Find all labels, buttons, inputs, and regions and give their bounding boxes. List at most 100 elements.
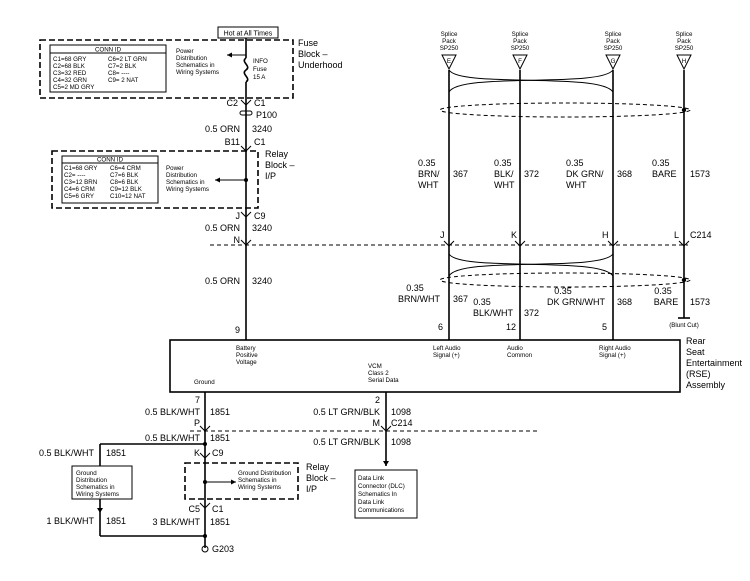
wire-372-number-lower: 372: [524, 308, 539, 318]
relay-ground-label-2: Block –: [306, 473, 336, 483]
relay-c8: C8=6 BLK: [110, 179, 139, 186]
dlc-3: Schematics In: [358, 491, 397, 498]
arrow-down-icon: [383, 461, 389, 466]
rse-battery-3: Voltage: [236, 359, 257, 366]
svg-text:Splice: Splice: [512, 31, 529, 38]
wire-368-color-2: WHT: [566, 180, 587, 190]
fuse-c2: C2=68 BLK: [53, 63, 86, 70]
relay-c6: C6=4 CRM: [110, 165, 141, 172]
relay-c10: C10=12 NAT: [110, 193, 146, 200]
rse-vcm-3: Serial Data: [368, 377, 399, 384]
fuse-block-box: [39, 39, 294, 99]
arrow-right-icon: [231, 479, 236, 485]
wire-368-gauge-lower: 0.35: [554, 286, 572, 296]
rse-label-2: Seat: [686, 347, 705, 357]
fuse-c9: C9= 2 NAT: [108, 77, 139, 84]
ground-dist-4: Wiring Systems: [76, 491, 119, 498]
fuse-info: INFO: [253, 58, 268, 65]
ground-dist-3: Schematics in: [76, 484, 115, 491]
fuse-block-label-1: Fuse: [298, 38, 318, 48]
fuse-c5: C5=2 MD GRY: [53, 84, 94, 91]
connector-chevron-icon: [240, 211, 252, 218]
fuse-conn-id-table: [49, 44, 167, 93]
svg-text:Pack: Pack: [677, 38, 692, 45]
svg-text:G: G: [611, 58, 616, 65]
relay-conn-id-table: [61, 155, 159, 204]
ground-circuit-1: 1851: [210, 407, 230, 417]
connector-chevron-icon: [443, 240, 455, 247]
fuse-conn-id-title: CONN ID: [95, 47, 122, 54]
relay-power-dist-2: Distribution: [166, 172, 198, 179]
shield-ellipse-icon: [439, 102, 691, 118]
splice-triangle-icon: [605, 54, 621, 71]
fuse-c7: C7=2 BLK: [108, 63, 137, 70]
ground-distribution-box: [71, 465, 133, 500]
svg-text:E: E: [447, 58, 451, 65]
dlc-1: Data Link: [358, 475, 385, 482]
ground-dist-1: Ground: [76, 470, 97, 477]
fuse-block-label-3: Underhood: [298, 60, 343, 70]
ground-conn-c1: C1: [212, 504, 224, 514]
c214-label: C214: [690, 230, 712, 240]
ground-pin-p: P: [194, 418, 200, 428]
relay-c2: C2= ----: [64, 172, 85, 179]
conn-c1-relay: C1: [254, 137, 266, 147]
rse-audio-common-2: Common: [507, 352, 533, 359]
svg-text:SP250: SP250: [440, 45, 459, 52]
rse-ground: Ground: [194, 379, 215, 386]
rse-label-5: Assembly: [686, 380, 726, 390]
svg-text:SP250: SP250: [511, 45, 530, 52]
connector-chevron-icon: [514, 240, 526, 247]
fuse-15a: 15 A: [253, 74, 266, 81]
rse-pin-5: 5: [602, 322, 607, 332]
svg-text:Splice: Splice: [605, 31, 622, 38]
serial-circuit-2: 1098: [391, 437, 411, 447]
pin-n: N: [234, 235, 241, 245]
connector-chevron-icon: [199, 452, 211, 459]
wire-1573-number: 1573: [690, 169, 710, 179]
dlc-5: Communications: [358, 507, 404, 514]
wire-1573-color: BARE: [652, 169, 677, 179]
wire-372-gauge: 0.35: [494, 158, 512, 168]
ground-wire-5: 3 BLK/WHT: [152, 517, 200, 527]
conn-c9: C9: [254, 211, 266, 221]
relay-c5: C5=6 GRY: [64, 193, 94, 200]
wire-1573-gauge: 0.35: [652, 158, 670, 168]
relay-ground-label-1: Relay: [306, 462, 330, 472]
rse-audio-common-1: Audio: [507, 345, 523, 352]
splice-pack-g: Splice Pack SP250 G: [604, 31, 623, 71]
c214-pin-j: J: [440, 230, 445, 240]
rse-battery-1: Battery: [236, 345, 257, 352]
fuse-c8: C8= ----: [108, 70, 129, 77]
rse-pin-12: 12: [506, 322, 516, 332]
ground-circuit-4: 1851: [106, 516, 126, 526]
circuit-3240-3: 3240: [252, 276, 272, 286]
fuse-power-dist-4: Wiring Systems: [176, 69, 219, 76]
circuit-3240-1: 3240: [252, 124, 272, 134]
rse-assembly-box: [169, 339, 681, 393]
rse-right-audio-2: Signal (+): [599, 352, 626, 359]
splice-triangle-icon: [441, 54, 457, 71]
ground-circuit-2: 1851: [210, 433, 230, 443]
wire-orn-2: 0.5 ORN: [205, 223, 240, 233]
relay-block-label-1: Relay: [265, 149, 289, 159]
ground-wire-1: 0.5 BLK/WHT: [145, 407, 201, 417]
wire-368-color-1: DK GRN/: [566, 169, 604, 179]
wire-1573-color-lower: BARE: [654, 297, 679, 307]
connector-chevron-icon: [199, 502, 211, 509]
ground-g203-label: G203: [212, 544, 234, 554]
ground-g203-icon: [201, 545, 209, 553]
fuse-power-dist-3: Schematics in: [176, 62, 215, 69]
wire-368-gauge: 0.35: [566, 158, 584, 168]
relay-c1: C1=68 GRY: [64, 165, 97, 172]
splice-triangle-icon: [676, 54, 692, 71]
relay-block-label-3: I/P: [265, 171, 276, 181]
fuse-c6: C6=2 LT GRN: [108, 56, 147, 63]
p100-label: P100: [256, 110, 277, 120]
rse-right-audio-1: Right Audio: [599, 345, 631, 352]
ground-wire-3: 0.5 BLK/WHT: [39, 448, 95, 458]
wire-368-number-lower: 368: [617, 297, 632, 307]
svg-text:SP250: SP250: [675, 45, 694, 52]
twisted-pair-icon: [448, 69, 614, 93]
